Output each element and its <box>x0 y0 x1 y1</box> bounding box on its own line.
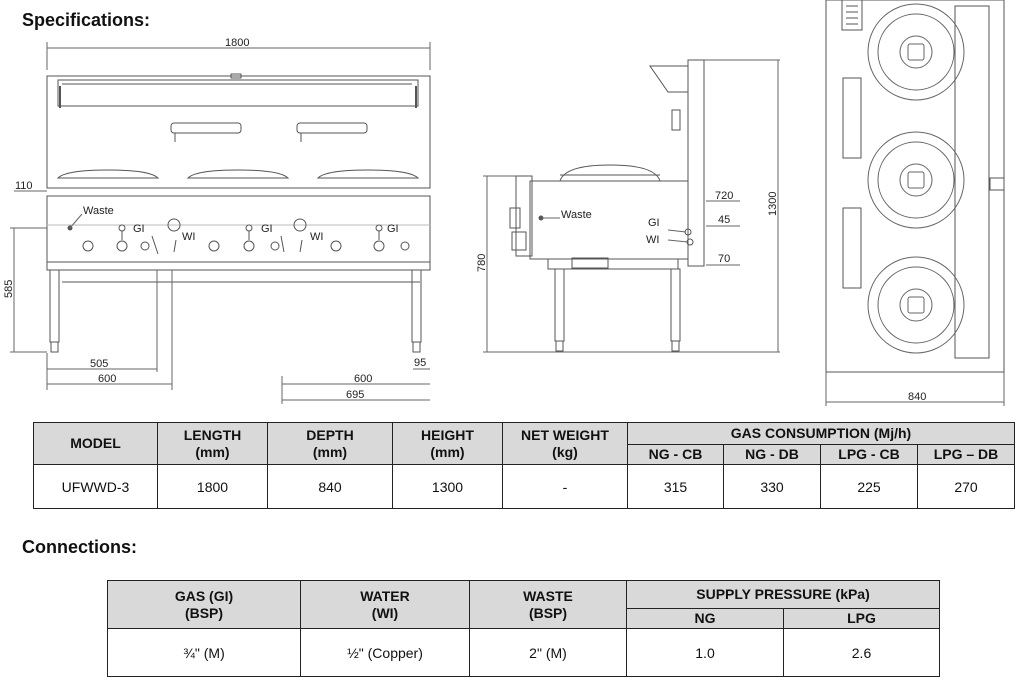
dim-side-depth: 695 <box>346 389 364 401</box>
label-side-gi: GI <box>648 217 660 229</box>
dim-side-height: 780 <box>476 254 488 272</box>
connections-heading: Connections: <box>22 537 137 557</box>
cell-lpg-cb: 225 <box>820 464 918 509</box>
header-ng-db: NG - DB <box>723 444 821 465</box>
cell-height: 1300 <box>392 464 503 509</box>
cell-length: 1800 <box>157 464 268 509</box>
dim-front-width: 1800 <box>225 37 249 49</box>
header-lpg-db: LPG – DB <box>917 444 1015 465</box>
front-view: 1800 110 Waste GI WI <box>3 37 431 390</box>
dim-side-overall-height: 1300 <box>767 192 779 216</box>
dim-front-foot: 95 <box>414 357 426 369</box>
cell-waste: 2" (M) <box>469 628 627 677</box>
cell-ng: 1.0 <box>626 628 784 677</box>
label-front-wi: WI <box>182 231 195 243</box>
header-lpg-cb: LPG - CB <box>820 444 918 465</box>
cell-model: UFWWD-3 <box>33 464 158 509</box>
dim-side-720: 720 <box>715 190 733 202</box>
specifications-heading: Specifications: <box>22 10 151 30</box>
dim-front-base: 600 <box>98 373 116 385</box>
dim-front-leg-height: 585 <box>3 280 15 298</box>
dim-front-top-offset: 110 <box>15 180 33 192</box>
label-side-waste: Waste <box>561 209 592 221</box>
header-gas-consumption: GAS CONSUMPTION (Mj/h) <box>627 422 1015 445</box>
header-supply-pressure: SUPPLY PRESSURE (kPa) <box>625 580 941 609</box>
header-height: HEIGHT(mm) <box>392 422 503 465</box>
cell-depth: 840 <box>267 464 393 509</box>
header-waste: WASTE(BSP) <box>469 580 627 629</box>
cell-lpg-db: 270 <box>917 464 1015 509</box>
header-gas: GAS (GI)(BSP) <box>107 580 301 629</box>
header-ng: NG <box>626 608 784 629</box>
dim-top-depth: 840 <box>908 391 926 403</box>
dim-side-70: 70 <box>718 253 730 265</box>
cell-weight: - <box>502 464 628 509</box>
side-view: 1300 Waste GI WI 720 45 70 780 60 <box>281 59 780 404</box>
top-view: 840 <box>825 0 1005 406</box>
header-model: MODEL <box>33 422 158 465</box>
header-length: LENGTH(mm) <box>157 422 268 465</box>
header-net-weight: NET WEIGHT(kg) <box>502 422 628 465</box>
label-front-gi: GI <box>133 223 145 235</box>
table-row: UFWWD-3 1800 840 1300 - 315 330 225 270 <box>33 464 1015 509</box>
cell-ng-cb: 315 <box>627 464 724 509</box>
label-front-gi-3: GI <box>387 223 399 235</box>
specifications-table: MODEL LENGTH(mm) DEPTH(mm) HEIGHT(mm) NE… <box>33 422 1015 509</box>
cell-lpg: 2.6 <box>782 628 941 677</box>
header-lpg: LPG <box>782 608 941 629</box>
cell-ng-db: 330 <box>723 464 821 509</box>
table-row: ¾" (M) ½" (Copper) 2" (M) 1.0 2.6 <box>107 628 941 677</box>
header-ng-cb: NG - CB <box>627 444 724 465</box>
technical-drawing: 1800 110 Waste GI WI <box>3 0 1005 406</box>
label-side-wi: WI <box>646 234 659 246</box>
connections-table: GAS (GI)(BSP) WATER(WI) WASTE(BSP) SUPPL… <box>107 580 941 677</box>
header-depth: DEPTH(mm) <box>267 422 393 465</box>
dim-side-depth-base: 600 <box>354 373 372 385</box>
header-water: WATER(WI) <box>300 580 470 629</box>
cell-gas: ¾" (M) <box>107 628 301 677</box>
label-front-waste: Waste <box>83 205 114 217</box>
dim-side-45: 45 <box>718 214 730 226</box>
cell-water: ½" (Copper) <box>300 628 470 677</box>
label-front-gi-2: GI <box>261 223 273 235</box>
dim-front-inner: 505 <box>90 358 108 370</box>
label-front-wi-2: WI <box>310 231 323 243</box>
